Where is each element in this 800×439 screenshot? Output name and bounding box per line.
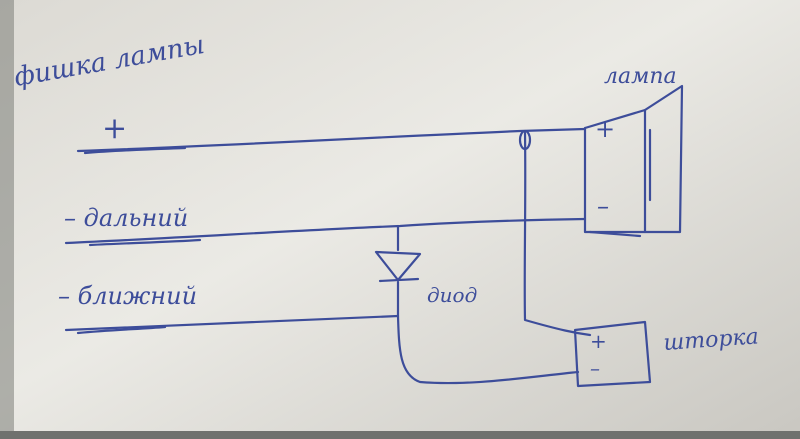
plus-wire-label: + bbox=[102, 111, 127, 146]
diode-symbol bbox=[374, 250, 422, 282]
lamp-plus-label: + bbox=[595, 115, 615, 143]
plus-wire bbox=[76, 127, 587, 153]
shutter-minus-label: – bbox=[590, 356, 600, 380]
lamp-base bbox=[588, 230, 642, 238]
lamp-label: лампа bbox=[604, 64, 677, 89]
shutter-body bbox=[573, 320, 652, 388]
bottom-paper-edge bbox=[0, 431, 800, 439]
lamp-reflector bbox=[643, 84, 684, 234]
far-beam-wire-shadow-stroke bbox=[88, 238, 202, 247]
far-beam-label: – дальний bbox=[64, 204, 188, 232]
near-beam-wire-shadow-stroke bbox=[76, 325, 167, 335]
plus-wire-shadow-stroke bbox=[83, 146, 187, 155]
diode-label: диод bbox=[427, 283, 477, 307]
plus-junction-drop bbox=[523, 131, 592, 337]
far-beam-wire bbox=[64, 217, 587, 245]
shutter-plus-label: + bbox=[590, 329, 607, 353]
near-beam-label: – ближний bbox=[58, 282, 197, 310]
plus-junction-node bbox=[518, 129, 532, 151]
left-paper-edge bbox=[0, 0, 14, 439]
near-to-shutter-wire bbox=[396, 314, 580, 385]
near-beam-wire bbox=[64, 314, 400, 332]
diode-bar bbox=[378, 277, 420, 283]
lamp-minus-label: – bbox=[597, 192, 609, 220]
